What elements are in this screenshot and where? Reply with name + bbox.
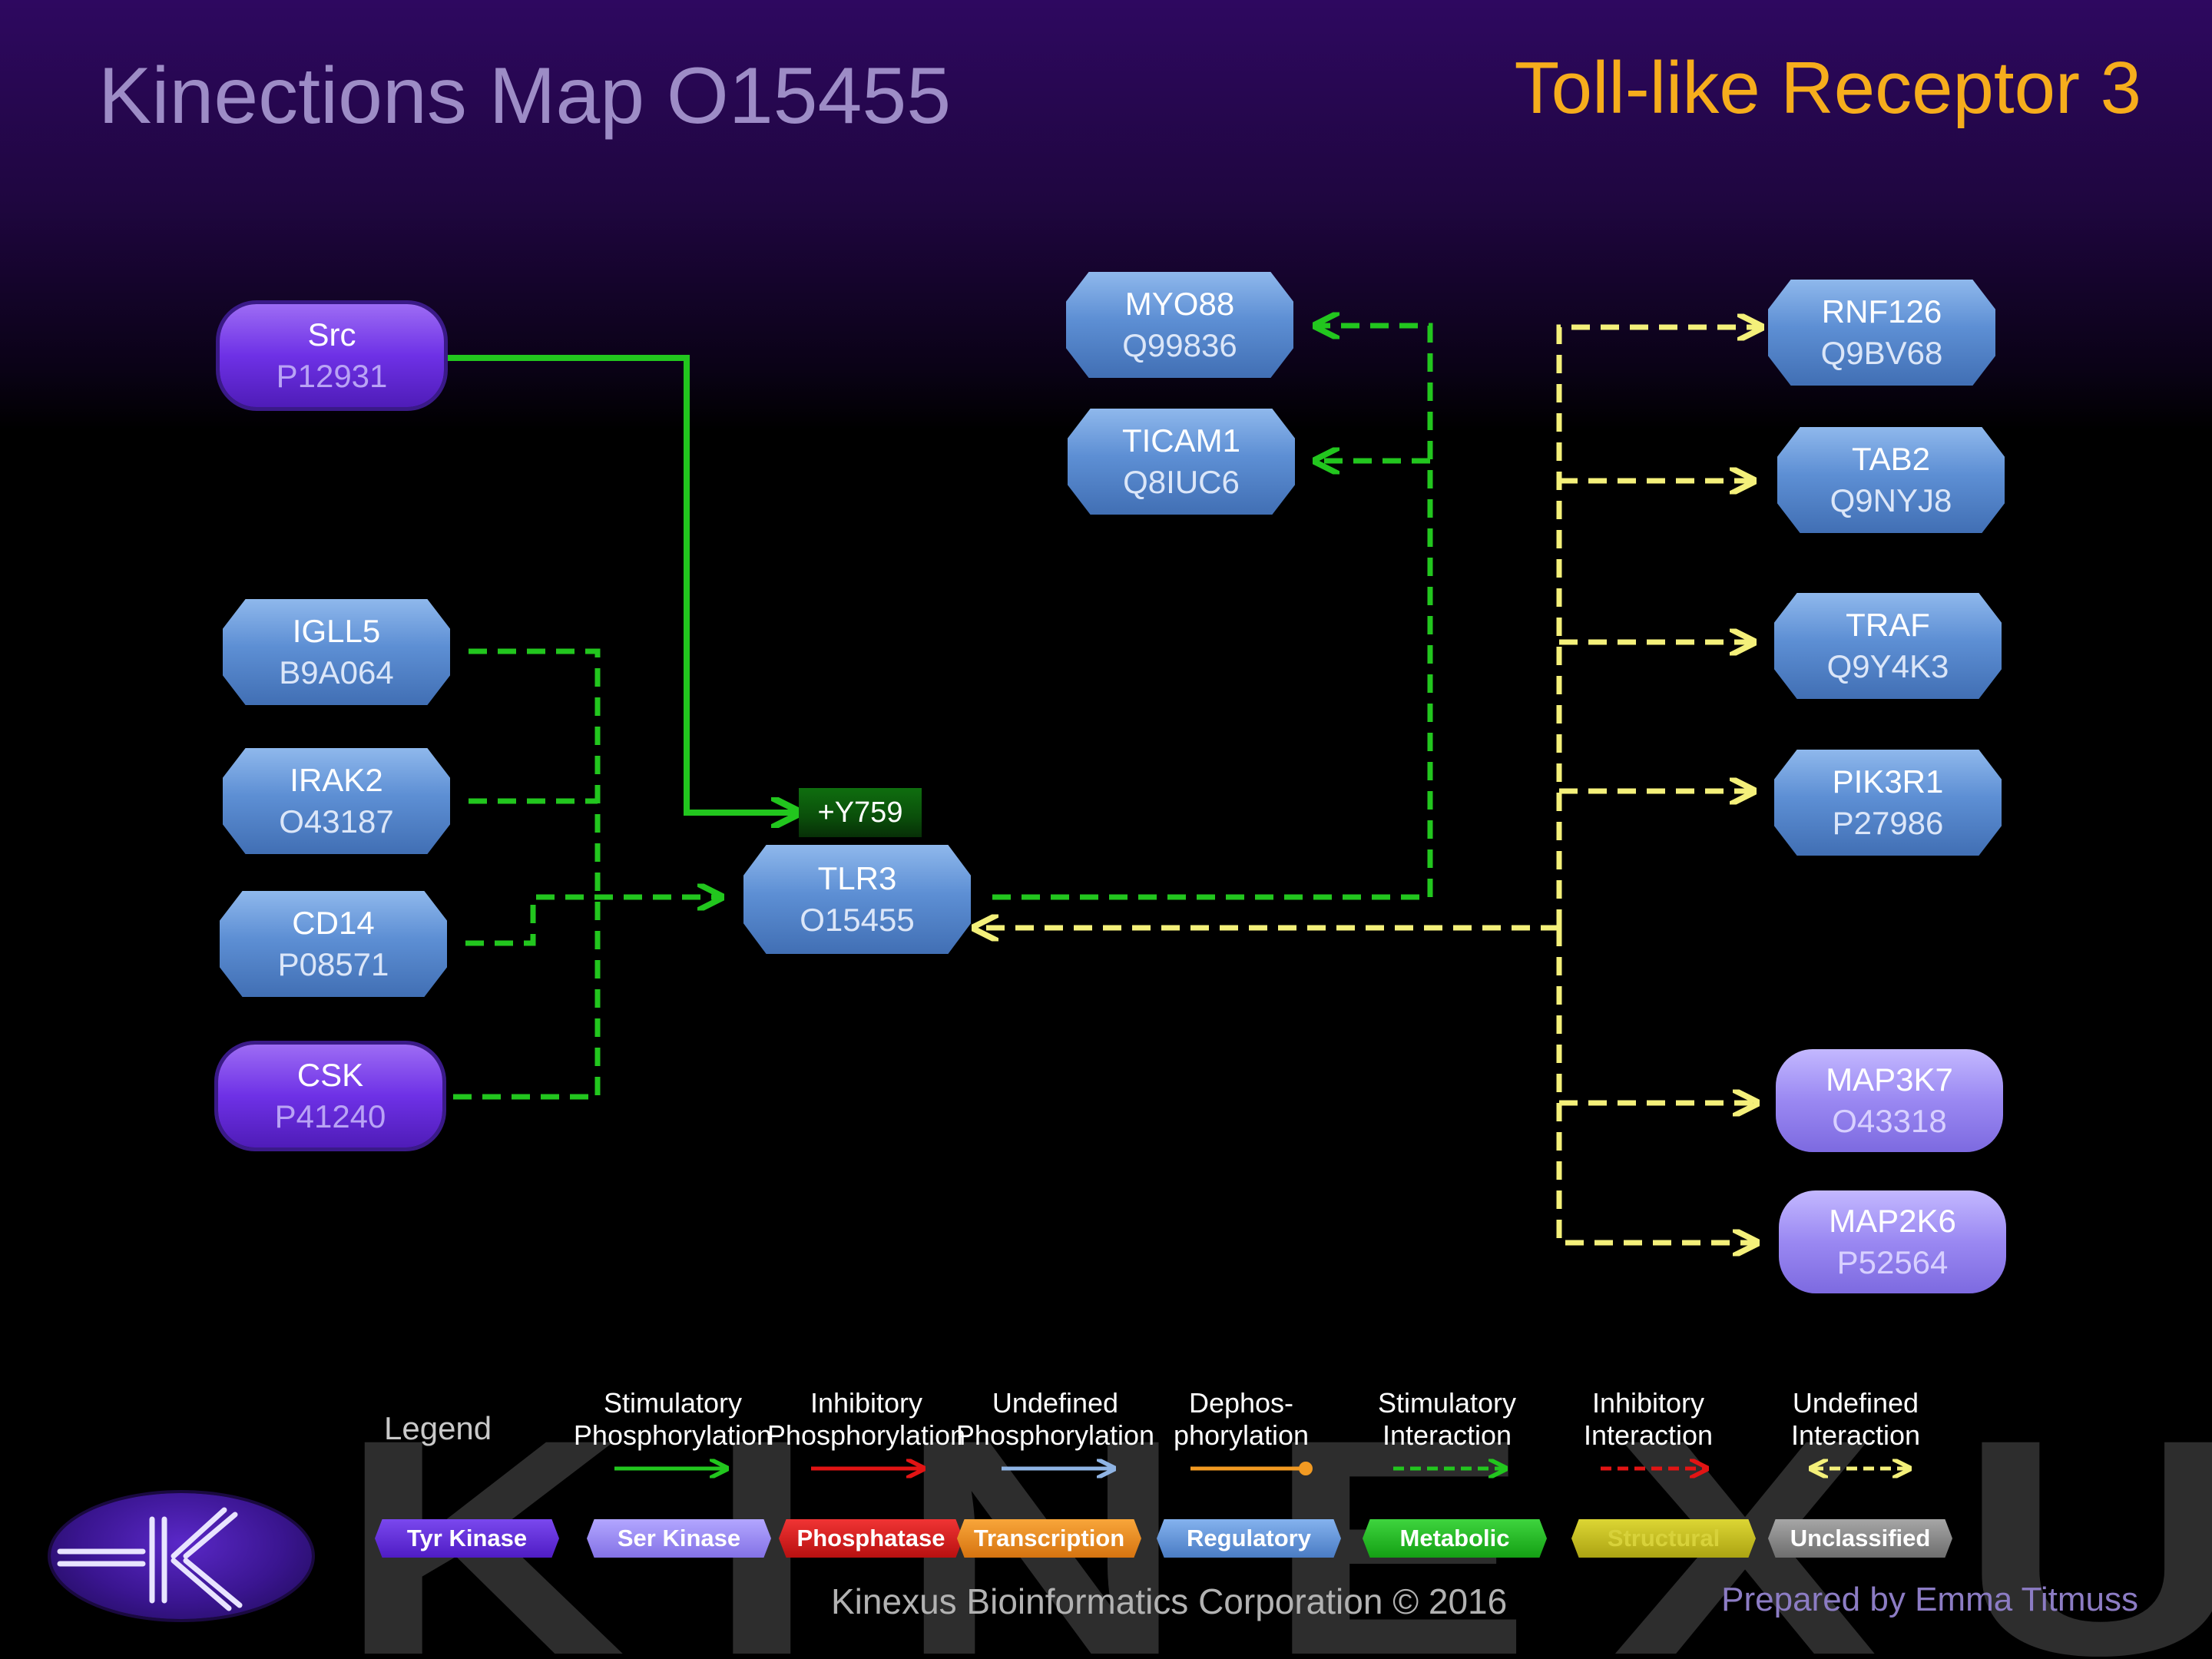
node-tlr3-accession: O15455 (800, 902, 915, 938)
page-subtitle: Toll-like Receptor 3 (1514, 47, 2141, 129)
node-tlr3-name: TLR3 (817, 860, 897, 896)
node-pik3r1-accession: P27986 (1832, 805, 1944, 841)
node-src-name: Src (307, 316, 356, 353)
node-csk[interactable]: CSK P41240 (218, 1045, 442, 1147)
node-map2k6-accession: P52564 (1836, 1244, 1949, 1280)
phosphosite-label: +Y759 (799, 788, 922, 837)
legend-regulatory: Regulatory (1157, 1519, 1341, 1558)
legend-metabolic: Metabolic (1363, 1519, 1547, 1558)
links-left-group (442, 648, 719, 1100)
node-csk-name: CSK (296, 1057, 364, 1093)
legend-phosphatase: Phosphatase (779, 1519, 963, 1558)
node-rnf126[interactable]: RNF126 Q9BV68 (1768, 280, 1995, 386)
node-map3k7-name: MAP3K7 (1826, 1061, 1953, 1098)
node-traf-name: TRAF (1846, 607, 1930, 643)
legend-ser-kinase: Ser Kinase (587, 1519, 771, 1558)
node-cd14[interactable]: CD14 P08571 (220, 891, 447, 997)
node-ticam1-accession: Q8IUC6 (1123, 464, 1240, 500)
node-tlr3[interactable]: TLR3 O15455 (743, 845, 971, 954)
node-map3k7-accession: O43318 (1832, 1103, 1947, 1139)
node-irak2[interactable]: IRAK2 O43187 (223, 748, 450, 854)
node-igll5-name: IGLL5 (292, 613, 381, 649)
links-tlr3-upper (992, 326, 1433, 900)
kinexus-logo-icon (57, 1507, 243, 1611)
legend-title: Legend (384, 1410, 492, 1446)
legend-unclassified: Unclassified (1768, 1519, 1952, 1558)
legend-structural: Structural (1571, 1519, 1756, 1558)
node-csk-accession: P41240 (274, 1098, 386, 1134)
node-map2k6[interactable]: MAP2K6 P52564 (1779, 1190, 2006, 1293)
node-myo88-name: MYO88 (1124, 286, 1235, 322)
node-tab2-accession: Q9NYJ8 (1830, 482, 1952, 518)
node-map3k7[interactable]: MAP3K7 O43318 (1776, 1049, 2003, 1152)
node-rnf126-accession: Q9BV68 (1820, 335, 1943, 371)
links-right-group (977, 327, 1759, 1243)
legend-transcription: Transcription (957, 1519, 1141, 1558)
legend-dephos-label: Dephos-phorylation (1173, 1387, 1310, 1451)
node-traf-accession: Q9Y4K3 (1826, 648, 1949, 684)
prepared-by: Prepared by Emma Titmuss (1721, 1581, 2138, 1618)
kinexus-logo (51, 1493, 312, 1619)
node-cd14-accession: P08571 (277, 946, 389, 982)
node-igll5-accession: B9A064 (279, 654, 394, 690)
node-myo88-accession: Q99836 (1122, 327, 1237, 363)
node-tab2-name: TAB2 (1852, 441, 1930, 477)
node-src-accession: P12931 (276, 358, 388, 394)
node-src[interactable]: Src P12931 (220, 304, 444, 407)
node-igll5[interactable]: IGLL5 B9A064 (223, 599, 450, 705)
link-src-tlr3 (447, 355, 796, 813)
node-map2k6-name: MAP2K6 (1829, 1203, 1956, 1239)
node-traf[interactable]: TRAF Q9Y4K3 (1774, 593, 2002, 699)
node-pik3r1[interactable]: PIK3R1 P27986 (1774, 750, 2002, 856)
node-rnf126-name: RNF126 (1821, 293, 1942, 329)
legend-tyr-kinase: Tyr Kinase (375, 1519, 559, 1558)
node-irak2-accession: O43187 (279, 803, 394, 839)
node-cd14-name: CD14 (292, 905, 375, 941)
legend-line-samples (614, 1462, 1908, 1475)
page-title: Kinections Map O15455 (98, 51, 952, 141)
node-tab2[interactable]: TAB2 Q9NYJ8 (1777, 427, 2005, 533)
node-myo88[interactable]: MYO88 Q99836 (1066, 272, 1293, 378)
node-irak2-name: IRAK2 (290, 762, 383, 798)
copyright: Kinexus Bioinformatics Corporation © 201… (831, 1581, 1508, 1621)
node-pik3r1-name: PIK3R1 (1832, 763, 1944, 800)
node-ticam1[interactable]: TICAM1 Q8IUC6 (1068, 409, 1295, 515)
node-ticam1-name: TICAM1 (1121, 422, 1240, 459)
